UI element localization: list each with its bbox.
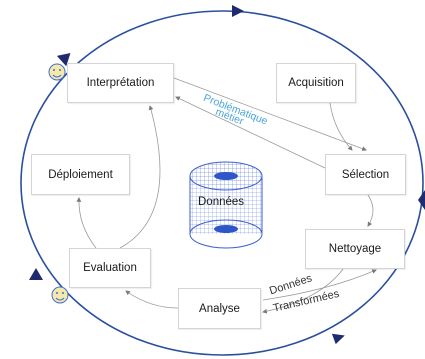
smiley-icon xyxy=(48,63,66,81)
step-evaluation-label: Evaluation xyxy=(83,262,137,274)
cycle-arrowhead-left-top xyxy=(56,52,71,67)
arrow-nettoyage-analyse xyxy=(262,268,344,314)
step-deploiement: Déploiement xyxy=(31,154,130,195)
cycle-arrowhead-right-bottom xyxy=(331,333,345,345)
arrow-selection-nettoyage xyxy=(367,194,374,227)
cycle-arrowhead-left xyxy=(29,268,43,280)
step-analyse: Analyse xyxy=(178,288,261,329)
step-interpretation-label: Interprétation xyxy=(86,77,155,89)
arrow-interpretation-selection xyxy=(173,77,367,151)
cycle-ring xyxy=(20,5,425,356)
step-interpretation: Interprétation xyxy=(67,63,174,103)
arrow-acquisition-selection xyxy=(329,102,353,151)
step-analyse-label: Analyse xyxy=(199,302,240,315)
arrow-analyse-evaluation xyxy=(125,290,179,309)
step-selection-label: Sélection xyxy=(341,168,390,181)
step-evaluation: Evaluation xyxy=(69,248,151,288)
step-nettoyage-label: Nettoyage xyxy=(328,243,382,255)
step-nettoyage: Nettoyage xyxy=(305,229,405,269)
arrow-evaluation-deploiement xyxy=(76,197,97,249)
step-selection: Sélection xyxy=(325,154,406,195)
cycle-arrowhead-top xyxy=(232,5,244,17)
center-data-label: Données xyxy=(198,196,245,208)
step-acquisition-label: Acquisition xyxy=(288,77,344,89)
smiley-icon xyxy=(51,286,69,304)
arrow-analyse-nettoyage xyxy=(262,269,377,301)
flow-arrows xyxy=(76,77,377,314)
arrow-evaluation-interpretation xyxy=(119,105,161,249)
cycle-arrowhead-right xyxy=(418,190,425,210)
data-cylinder-icon xyxy=(189,161,263,249)
step-deploiement-label: Déploiement xyxy=(48,168,113,181)
step-acquisition: Acquisition xyxy=(276,63,356,103)
arrow-selection-interpretation xyxy=(175,96,326,169)
